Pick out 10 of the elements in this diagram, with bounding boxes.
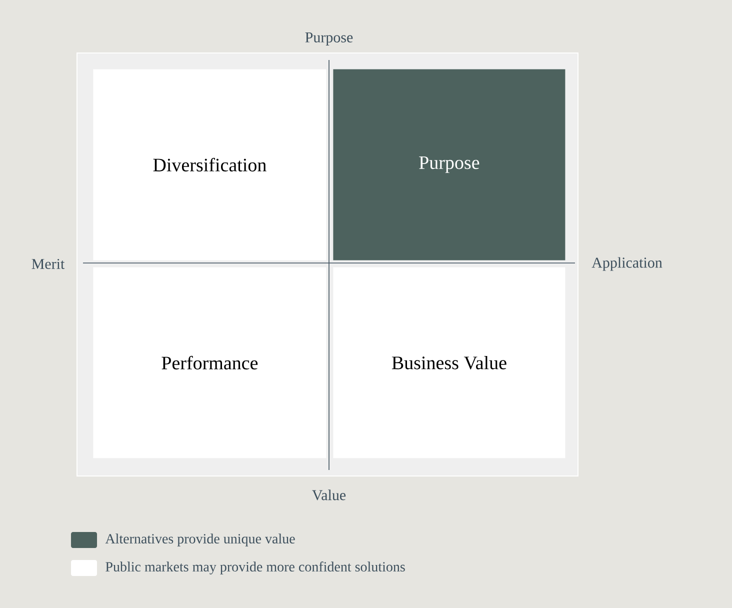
axis-label: Merit [32, 258, 65, 270]
axis-label: Value [312, 490, 346, 500]
axis-label: Application [592, 257, 662, 271]
quadrant-box: Performance [93, 267, 326, 458]
quadrant-box: Purpose [333, 69, 566, 260]
legend-text: Alternatives provide unique value [105, 534, 295, 546]
legend-text: Public markets may provide more confident solutions [106, 562, 405, 574]
quadrant-box: Diversification [93, 69, 326, 260]
quadrant-box: Business Value [333, 267, 566, 458]
axis-label: Purpose [305, 32, 353, 46]
